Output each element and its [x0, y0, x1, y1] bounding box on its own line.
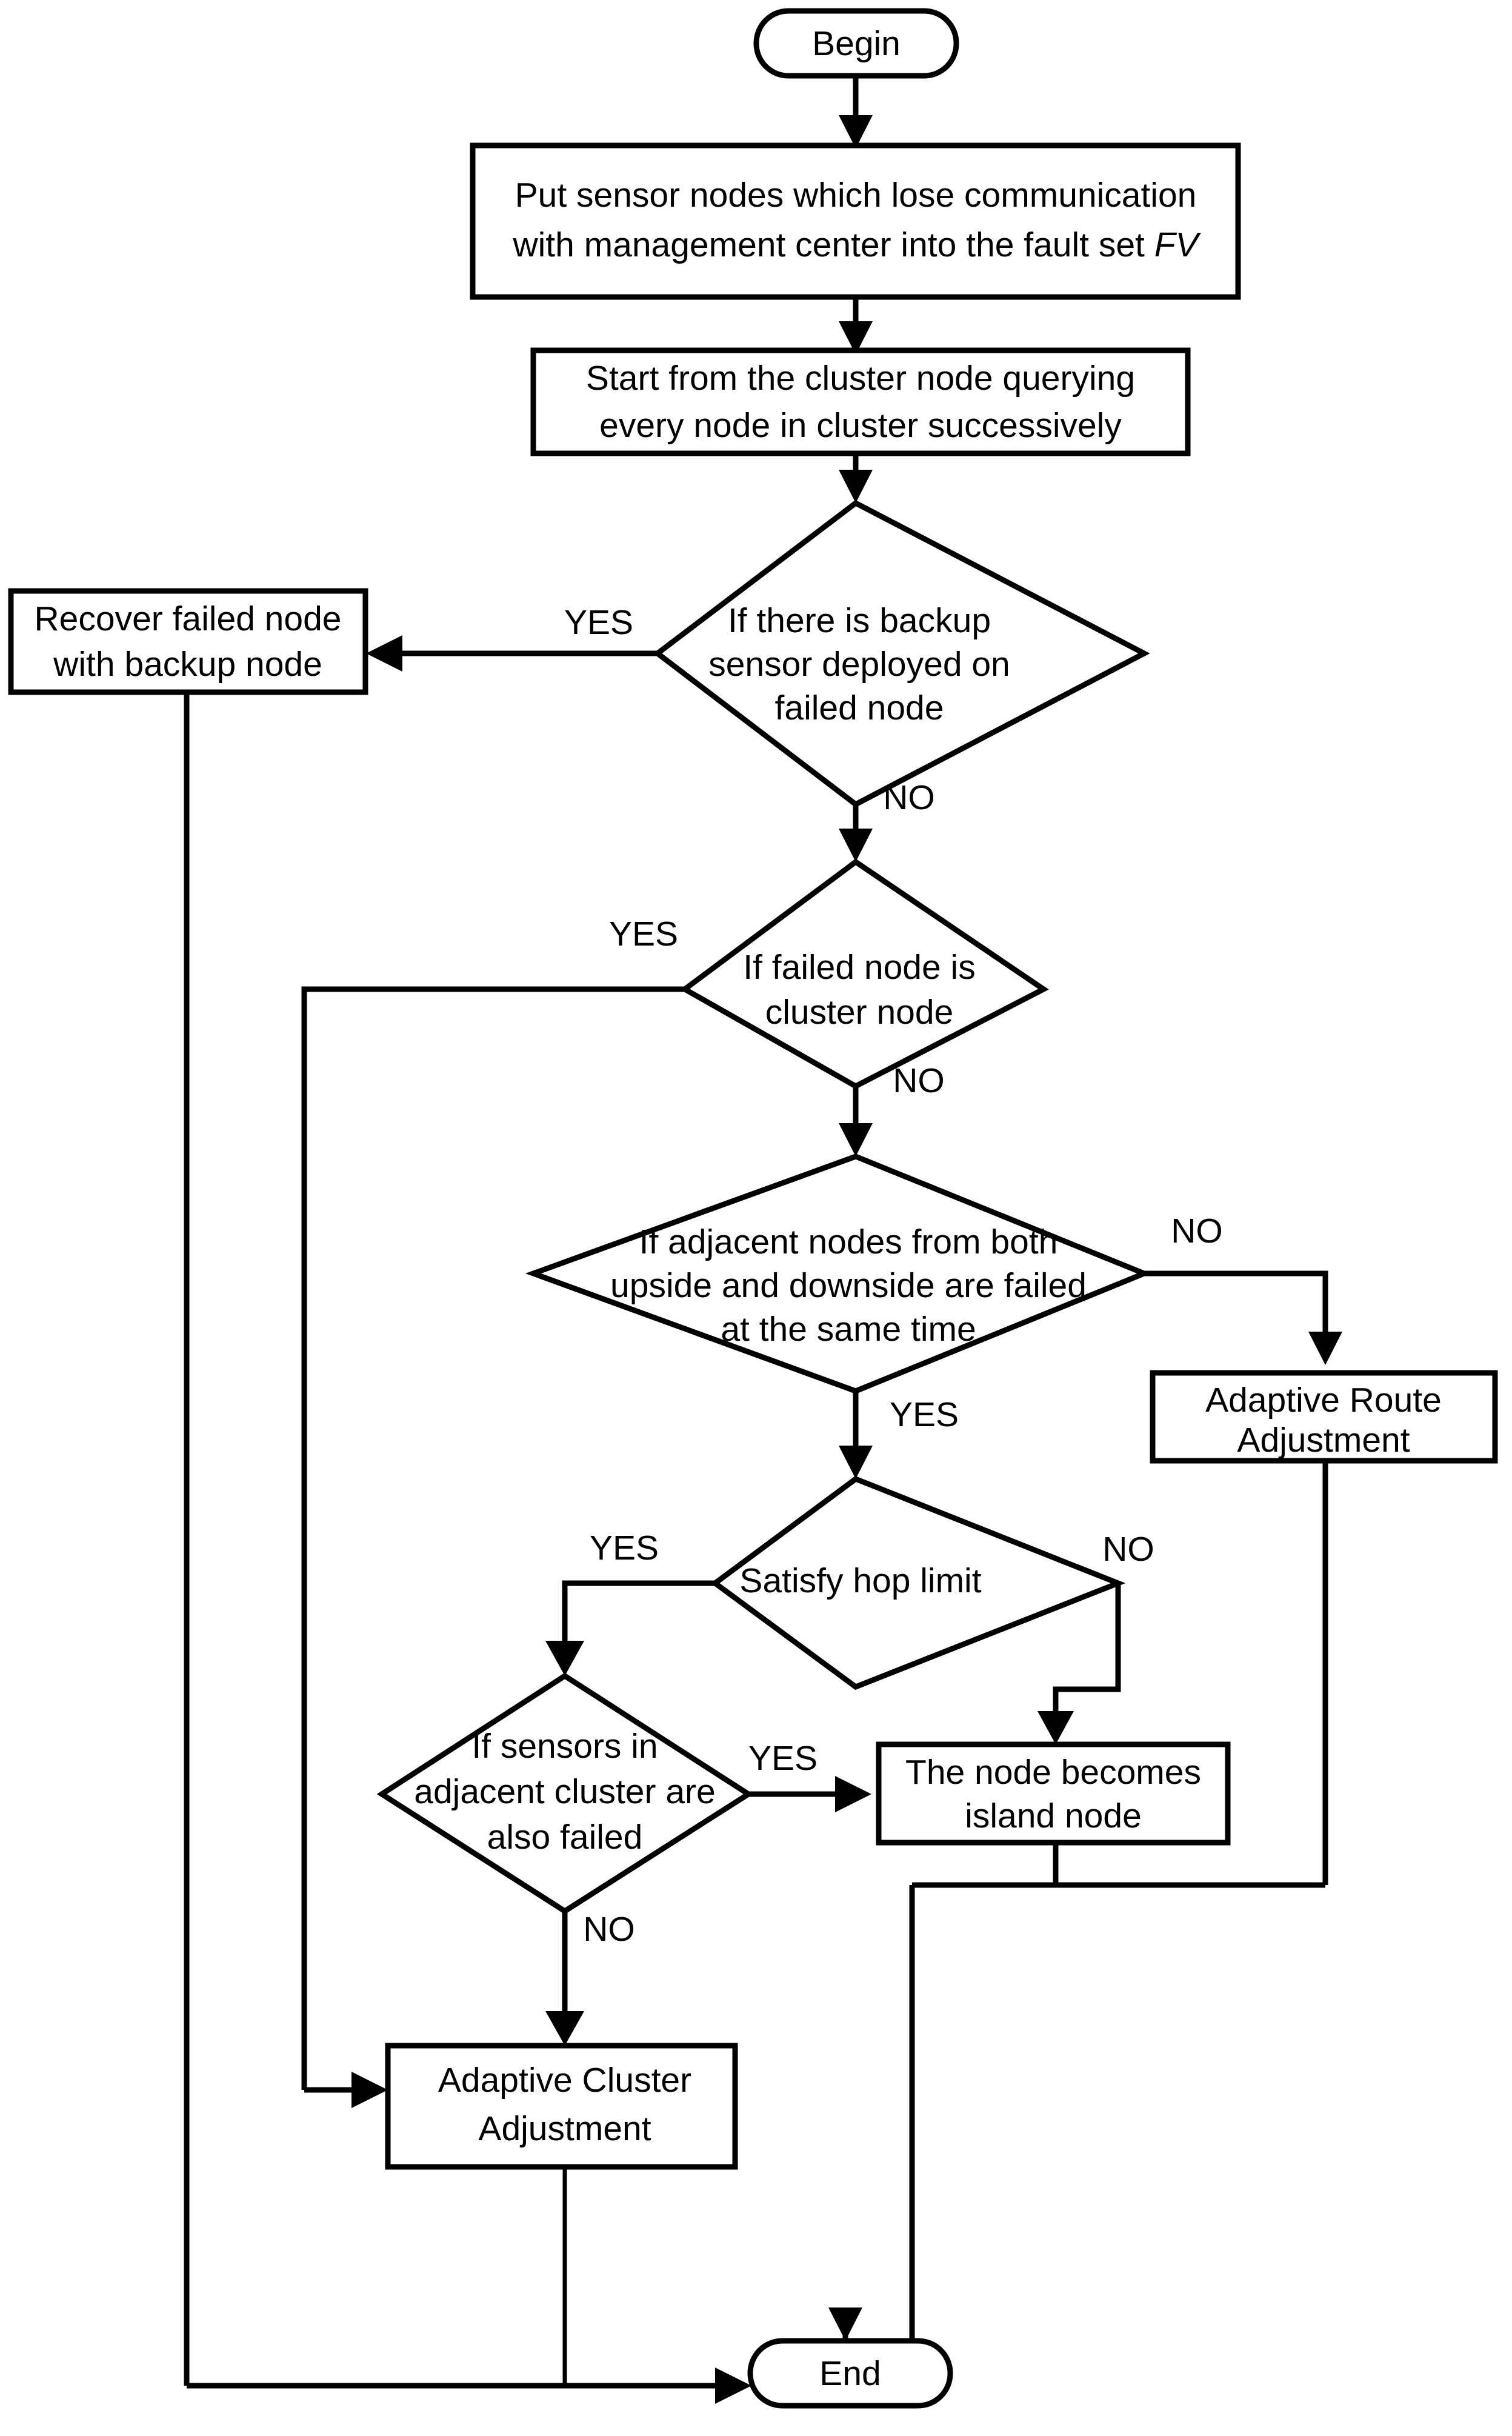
- node-end[interactable]: End: [747, 2338, 953, 2409]
- node-sensors-decision-line1: If sensors in: [471, 1727, 658, 1766]
- edge-label-sensors-yes: YES: [748, 1739, 818, 1778]
- node-cluster-adjust[interactable]: Adaptive Cluster Adjustment: [385, 2043, 738, 2170]
- edge-backup-yes-to-recover: [366, 635, 658, 672]
- edge-label-cluster-yes: YES: [609, 915, 678, 953]
- node-route-adjust-line1: Adaptive Route: [1205, 1381, 1442, 1420]
- node-recover-backup-line2: with backup node: [53, 645, 322, 684]
- edge-label-sensors-no: NO: [583, 1910, 635, 1949]
- node-route-adjust-line2: Adjustment: [1237, 1421, 1410, 1460]
- edge-label-adjacent-yes: YES: [890, 1395, 959, 1434]
- node-recover-backup-line1: Recover failed node: [35, 599, 342, 638]
- node-cluster-decision-line1: If failed node is: [743, 948, 975, 987]
- node-backup-decision-line3: failed node: [775, 689, 944, 727]
- edge-label-backup-yes: YES: [564, 603, 633, 642]
- edge-recover-to-end: [184, 692, 751, 2404]
- edge-start-query-to-backup-decision: [839, 453, 873, 503]
- edge-backup-no-to-cluster-decision: [839, 804, 873, 862]
- node-fault-set-line2: with management center into the fault se…: [512, 225, 1201, 264]
- edge-label-hop-yes: YES: [590, 1529, 659, 1567]
- node-sensors-decision[interactable]: If sensors in adjacent cluster are also …: [376, 1672, 754, 1915]
- node-start-query-line2: every node in cluster successively: [599, 406, 1122, 445]
- node-backup-decision[interactable]: If there is backup sensor deployed on fa…: [653, 499, 1150, 808]
- node-hop-decision[interactable]: Satisfy hop limit: [710, 1475, 1126, 1690]
- edge-hop-yes-to-sensors-decision: [545, 1580, 715, 1676]
- node-adjacent-decision-line3: at the same time: [721, 1310, 976, 1349]
- node-route-adjust[interactable]: Adaptive Route Adjustment: [1150, 1370, 1498, 1464]
- node-cluster-adjust-line2: Adjustment: [478, 2109, 651, 2148]
- node-island-node[interactable]: The node becomes island node: [876, 1741, 1231, 1846]
- edge-label-backup-no: NO: [883, 778, 935, 817]
- edge-cluster-no-to-adjacent-decision: [839, 1086, 873, 1156]
- node-cluster-adjust-line1: Adaptive Cluster: [438, 2061, 691, 2100]
- edge-sensors-no-to-cluster-adjust: [545, 1911, 584, 2046]
- node-cluster-decision-line2: cluster node: [765, 993, 954, 1032]
- node-fault-set[interactable]: Put sensor nodes which lose communicatio…: [470, 142, 1241, 300]
- node-backup-decision-line1: If there is backup: [728, 601, 991, 640]
- node-island-node-line2: island node: [965, 1797, 1142, 1835]
- node-sensors-decision-line2: adjacent cluster are: [414, 1772, 715, 1811]
- edge-label-cluster-no: NO: [893, 1061, 945, 1100]
- node-fault-set-line1: Put sensor nodes which lose communicatio…: [515, 176, 1197, 215]
- node-sensors-decision-line3: also failed: [487, 1818, 643, 1857]
- edge-cluster-yes-to-cluster-adjust: [301, 986, 685, 2108]
- node-start-query-line1: Start from the cluster node querying: [586, 359, 1135, 398]
- node-backup-decision-line2: sensor deployed on: [708, 645, 1010, 684]
- node-cluster-decision[interactable]: If failed node is cluster node: [679, 858, 1049, 1090]
- edge-label-hop-no: NO: [1102, 1530, 1154, 1569]
- node-begin[interactable]: Begin: [753, 8, 959, 79]
- edge-adjacent-yes-to-hop-decision: [839, 1391, 873, 1479]
- edge-fault-set-to-start-query: [839, 297, 873, 355]
- node-adjacent-decision-line2: upside and downside are failed: [610, 1266, 1087, 1305]
- node-island-node-line1: The node becomes: [905, 1753, 1201, 1792]
- edge-sensors-yes-to-island-node: [748, 1776, 871, 1812]
- node-adjacent-decision[interactable]: If adjacent nodes from both upside and d…: [525, 1153, 1151, 1394]
- node-hop-decision-line1: Satisfy hop limit: [739, 1561, 981, 1600]
- node-adjacent-decision-line1: If adjacent nodes from both: [639, 1223, 1058, 1261]
- edge-label-adjacent-no: NO: [1171, 1212, 1223, 1250]
- node-end-label: End: [819, 2354, 881, 2393]
- node-start-query[interactable]: Start from the cluster node querying eve…: [530, 347, 1191, 456]
- edge-hop-no-to-island-node: [1037, 1583, 1121, 1744]
- edge-island-node-to-end: [828, 1843, 1325, 2388]
- edge-adjacent-no-to-route-adjust: [1144, 1270, 1342, 1365]
- node-begin-label: Begin: [812, 24, 901, 63]
- node-recover-backup[interactable]: Recover failed node with backup node: [8, 588, 368, 695]
- edge-begin-to-fault-set: [839, 76, 873, 148]
